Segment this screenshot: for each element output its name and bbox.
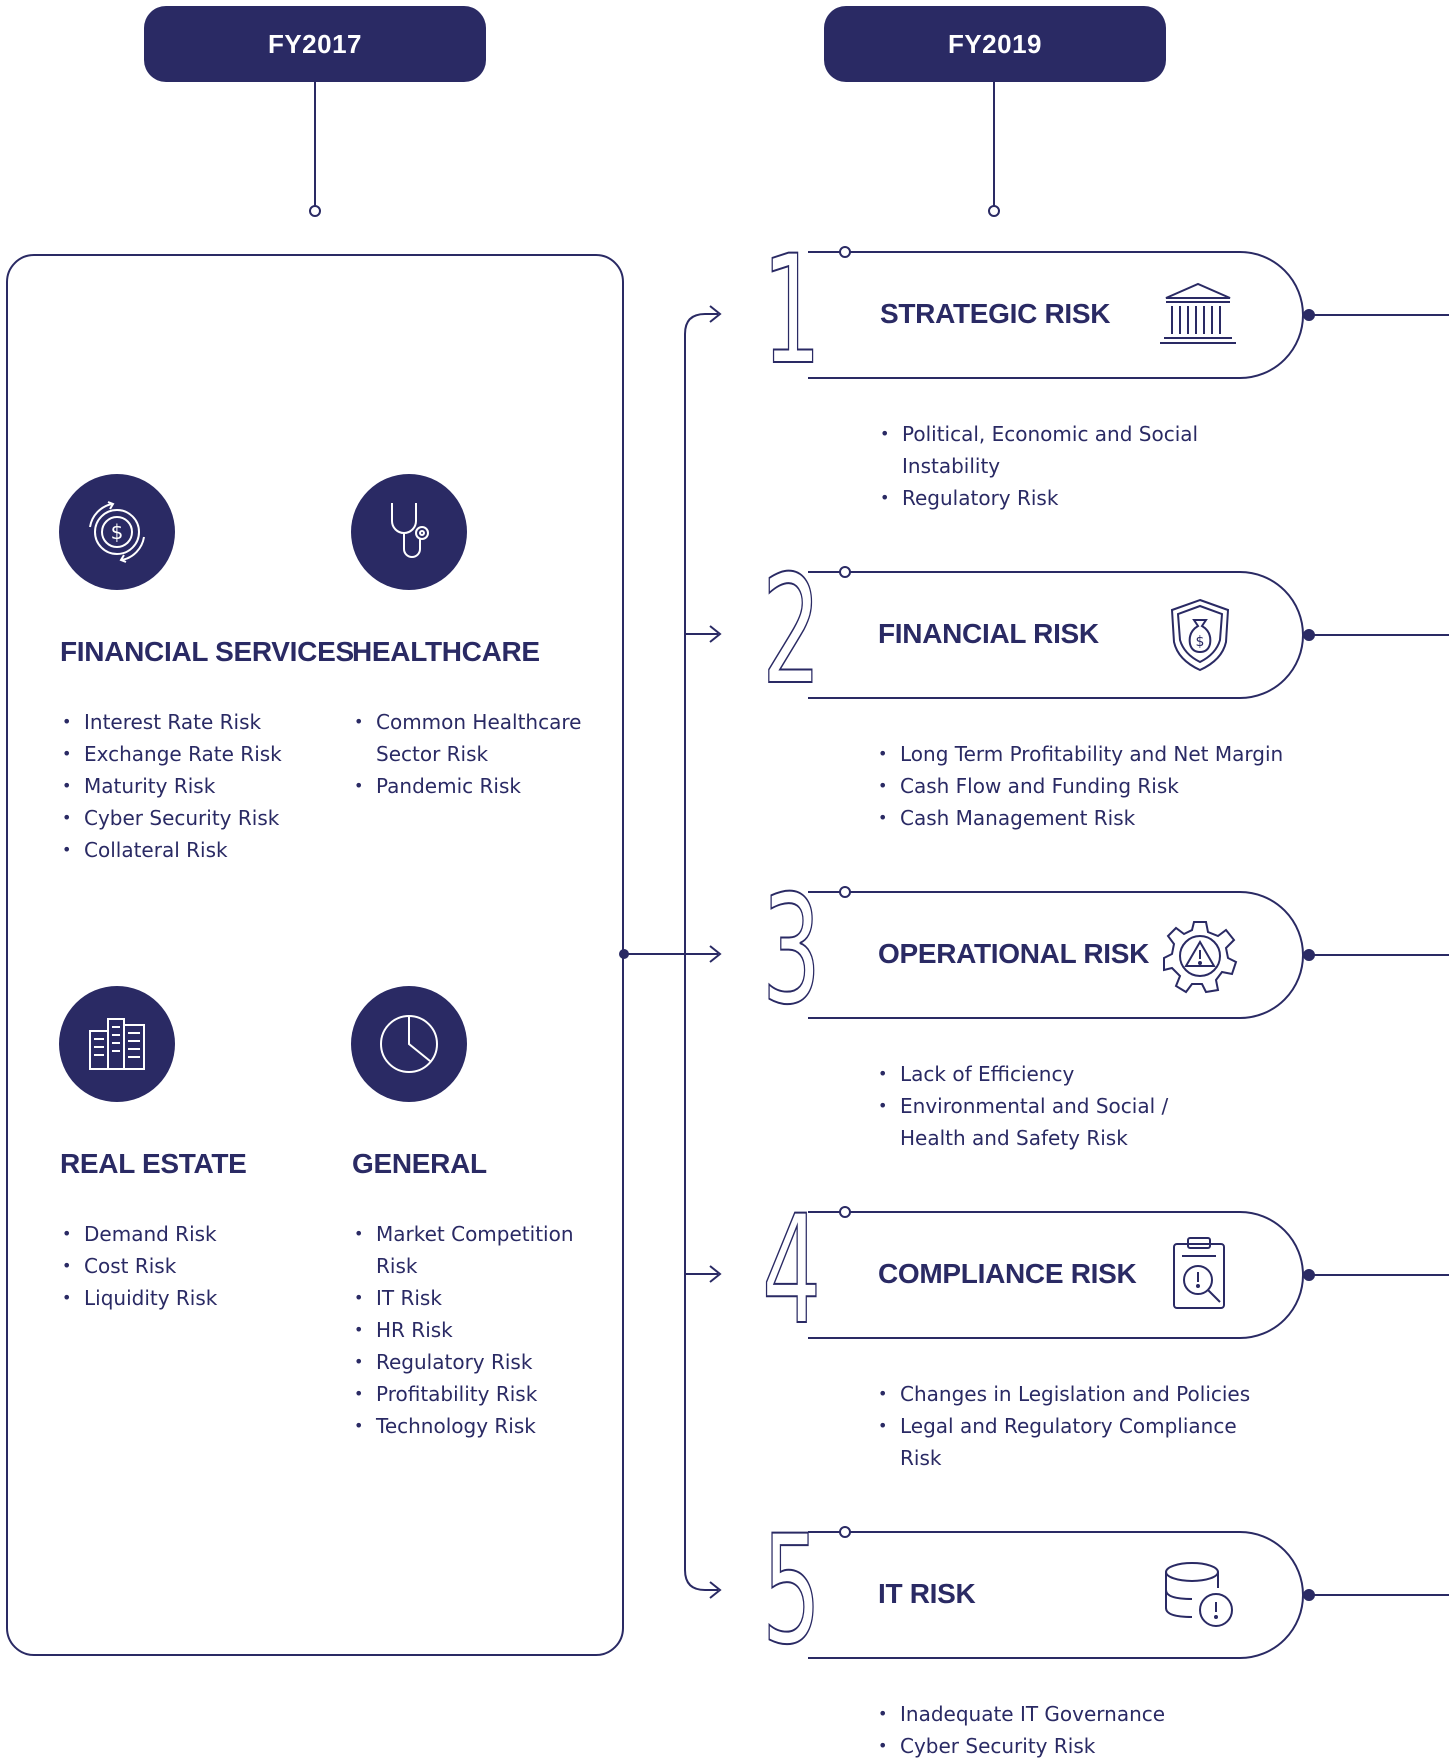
risk-number-3: 3 — [761, 864, 822, 1038]
risk-number-1: 1 — [761, 224, 822, 398]
fy2019-label: FY2019 — [824, 6, 1166, 82]
list-item: Cyber Security Risk — [876, 1730, 1236, 1762]
svg-text:$: $ — [111, 520, 124, 544]
list-item: Market Competition Risk — [352, 1218, 592, 1282]
sector-list-healthcare: Common Healthcare Sector Risk Pandemic R… — [352, 706, 602, 802]
list-item: Political, Economic and Social Instabili… — [878, 418, 1218, 482]
risk-number-5: 5 — [761, 1504, 822, 1678]
risk-list-financial: Long Term Profitability and Net Margin C… — [876, 738, 1306, 834]
list-item: Exchange Rate Risk — [60, 738, 320, 770]
risk-list-compliance: Changes in Legislation and Policies Lega… — [876, 1378, 1256, 1474]
risk-title-strategic: STRATEGIC RISK — [880, 298, 1111, 329]
list-item: Cash Flow and Funding Risk — [876, 770, 1306, 802]
list-item: Legal and Regulatory Compliance Risk — [876, 1410, 1256, 1474]
list-item: Liquidity Risk — [60, 1282, 320, 1314]
fy2017-label: FY2017 — [144, 6, 486, 82]
list-item: Collateral Risk — [60, 834, 320, 866]
money-bag-shield-icon: $ — [1164, 596, 1236, 678]
risk-number-4: 4 — [761, 1184, 822, 1358]
list-item: Profitability Risk — [352, 1378, 592, 1410]
sector-list-real-estate: Demand Risk Cost Risk Liquidity Risk — [60, 1218, 320, 1314]
pie-chart-icon — [351, 986, 467, 1102]
risk-title-operational: OPERATIONAL RISK — [878, 938, 1150, 969]
risk-title-financial: FINANCIAL RISK — [878, 618, 1099, 649]
list-item: Inadequate IT Governance — [876, 1698, 1236, 1730]
database-alert-icon — [1162, 1560, 1238, 1634]
sector-list-general: Market Competition Risk IT Risk HR Risk … — [352, 1218, 592, 1442]
list-item: Cost Risk — [60, 1250, 320, 1282]
sector-title-healthcare: HEALTHCARE — [352, 636, 540, 667]
risk-list-strategic: Political, Economic and Social Instabili… — [878, 418, 1218, 514]
list-item: Changes in Legislation and Policies — [876, 1378, 1256, 1410]
list-item: Interest Rate Risk — [60, 706, 320, 738]
list-item: Cyber Security Risk — [60, 802, 320, 834]
list-item: Environmental and Social / Health and Sa… — [876, 1090, 1236, 1154]
list-item: IT Risk — [352, 1282, 592, 1314]
sector-title-general: GENERAL — [352, 1148, 487, 1179]
sector-list-financial-services: Interest Rate Risk Exchange Rate Risk Ma… — [60, 706, 320, 866]
dollar-cycle-icon: $ — [59, 474, 175, 590]
list-item: Demand Risk — [60, 1218, 320, 1250]
svg-text:$: $ — [1196, 634, 1205, 650]
risk-title-it: IT RISK — [878, 1578, 976, 1609]
buildings-icon — [59, 986, 175, 1102]
risk-list-operational: Lack of Efficiency Environmental and Soc… — [876, 1058, 1236, 1154]
list-item: Cash Management Risk — [876, 802, 1306, 834]
stethoscope-icon — [351, 474, 467, 590]
bank-building-icon — [1158, 280, 1238, 352]
sector-title-real-estate: REAL ESTATE — [60, 1148, 247, 1179]
list-item: Common Healthcare Sector Risk — [352, 706, 602, 770]
list-item: Technology Risk — [352, 1410, 592, 1442]
list-item: Long Term Profitability and Net Margin — [876, 738, 1306, 770]
list-item: Lack of Efficiency — [876, 1058, 1236, 1090]
risk-number-2: 2 — [761, 544, 822, 718]
risk-list-it: Inadequate IT Governance Cyber Security … — [876, 1698, 1236, 1762]
clipboard-alert-icon — [1170, 1236, 1232, 1318]
list-item: Pandemic Risk — [352, 770, 602, 802]
risk-title-compliance: COMPLIANCE RISK — [878, 1258, 1137, 1289]
list-item: HR Risk — [352, 1314, 592, 1346]
fy2017-sectors-panel — [6, 254, 624, 1656]
list-item: Regulatory Risk — [352, 1346, 592, 1378]
sector-title-financial-services: FINANCIAL SERVICES — [60, 636, 354, 667]
list-item: Regulatory Risk — [878, 482, 1218, 514]
gear-warning-icon — [1162, 918, 1238, 998]
list-item: Maturity Risk — [60, 770, 320, 802]
